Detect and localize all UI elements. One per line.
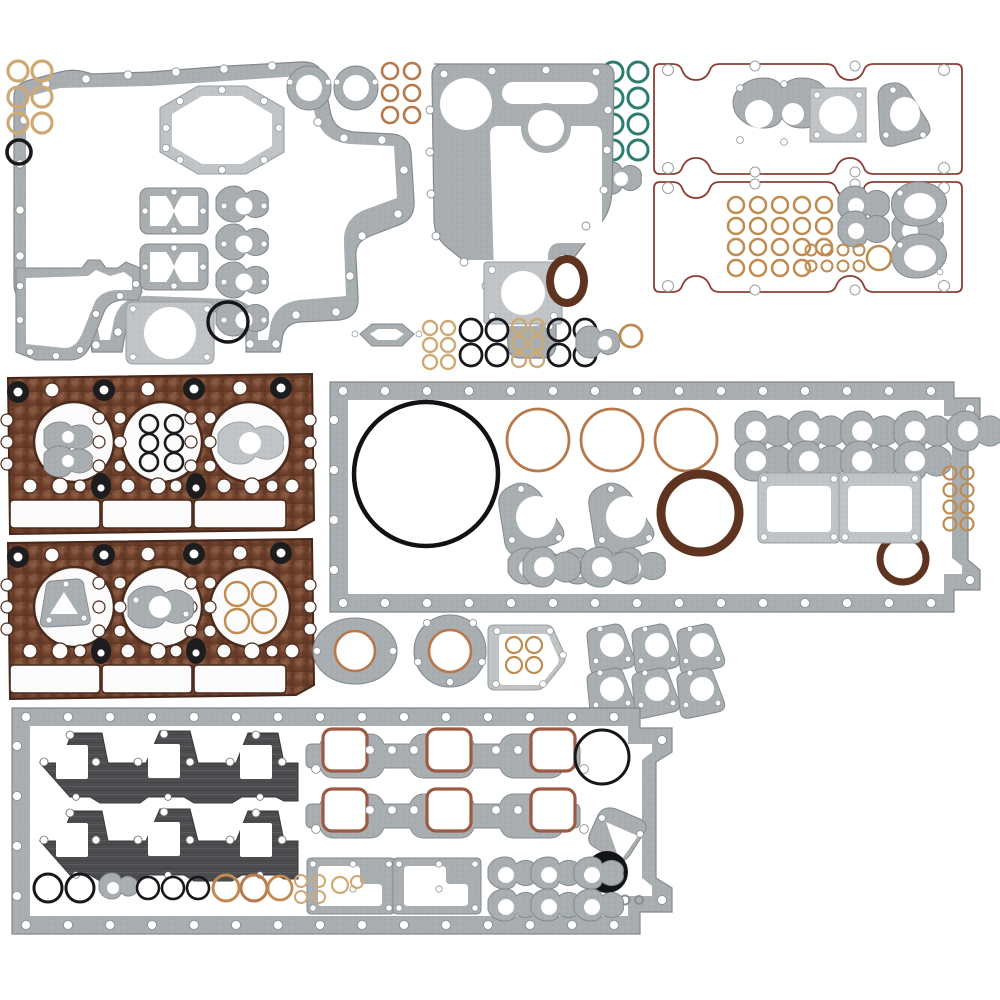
small-copper-washer-rows: [804, 243, 866, 273]
brown-seal-large: [656, 469, 744, 557]
small-flange-gasket-column: [215, 185, 269, 337]
small-oval-flange-bottom-grid: [487, 856, 624, 922]
copper-washer-cluster-a: [380, 61, 422, 125]
cylinder-head-gasket-1: [0, 372, 317, 536]
rect-cover-gasket-bottom-a: [306, 857, 396, 915]
copper-washer-grid-right: [942, 465, 975, 532]
oring-washer-field-upper: [421, 317, 644, 371]
exhaust-manifold-gasket-2: [38, 807, 299, 882]
octagonal-cover-gasket: [159, 85, 285, 175]
valve-cover-gasket-1: [653, 60, 963, 178]
copper-washer-grid: [726, 195, 834, 278]
water-pump-gasket-round-b: [413, 614, 487, 688]
triangular-flange-pan-b: [588, 482, 655, 556]
cylinder-flange-gasket: [125, 301, 215, 365]
valve-cover-gasket-2: [653, 178, 963, 296]
large-black-o-ring-pan: [351, 399, 501, 549]
tan-washer-cluster-top-left: [5, 59, 54, 166]
stud-eyelets: [7, 377, 292, 499]
square-cover-gasket-1: [139, 187, 209, 235]
triangular-pump-gasket-grid: [586, 623, 726, 719]
water-pump-gasket-round-a: [312, 617, 398, 685]
intake-manifold-gasket-2: [305, 787, 589, 839]
rect-cover-gasket-bottom-b: [392, 857, 482, 915]
oval-flange-left-column: [522, 546, 639, 588]
triangular-flange-pan-a: [498, 482, 565, 556]
oval-flange-gasket-top-a: [286, 65, 332, 111]
large-black-o-ring: [206, 300, 250, 344]
oval-flange-gasket-bottom-strip: [575, 325, 620, 359]
rect-cover-gasket-a: [757, 472, 841, 544]
square-bore-flange-gasket: [809, 87, 867, 143]
hex-cover-gasket: [351, 323, 423, 347]
exhaust-manifold-gasket-1: [38, 729, 299, 804]
irregular-cover-gasket: [487, 624, 567, 691]
square-cover-gasket-2: [139, 243, 209, 291]
crank-seal-brown-upper: [546, 255, 588, 307]
bolt-holes: [11, 711, 668, 931]
bolt-eyes: [662, 60, 950, 178]
triangular-flange-gasket-1: [877, 82, 931, 147]
bore-insert-3: [217, 421, 285, 465]
rect-cover-gasket-b: [838, 472, 922, 544]
copper-o-ring-row: [505, 407, 719, 473]
bore-insert-2: [138, 413, 185, 473]
tiny-oval-flange: [98, 872, 138, 900]
large-oval-flange-pair: [890, 181, 948, 279]
bore-insert-triangle: [39, 578, 91, 628]
lower-left-bracket-gasket: [15, 259, 143, 361]
oval-flange-gasket-top-b: [333, 65, 379, 111]
black-o-ring: [5, 138, 33, 166]
bolt-holes: [328, 385, 976, 609]
bore-insert-oval: [127, 585, 195, 629]
intake-manifold-gasket-1: [305, 727, 589, 779]
cylinder-head-gasket-2: [0, 537, 317, 701]
oval-flange-grid-lower: [734, 440, 952, 482]
bore-insert-copper-quad: [223, 580, 278, 635]
bore-insert-1: [43, 421, 93, 478]
stud-eyelets: [7, 542, 292, 664]
bottom-left-ring-row: [32, 872, 364, 904]
square-flange-gasket-center: [483, 261, 563, 325]
black-o-ring-bottom: [573, 728, 631, 786]
